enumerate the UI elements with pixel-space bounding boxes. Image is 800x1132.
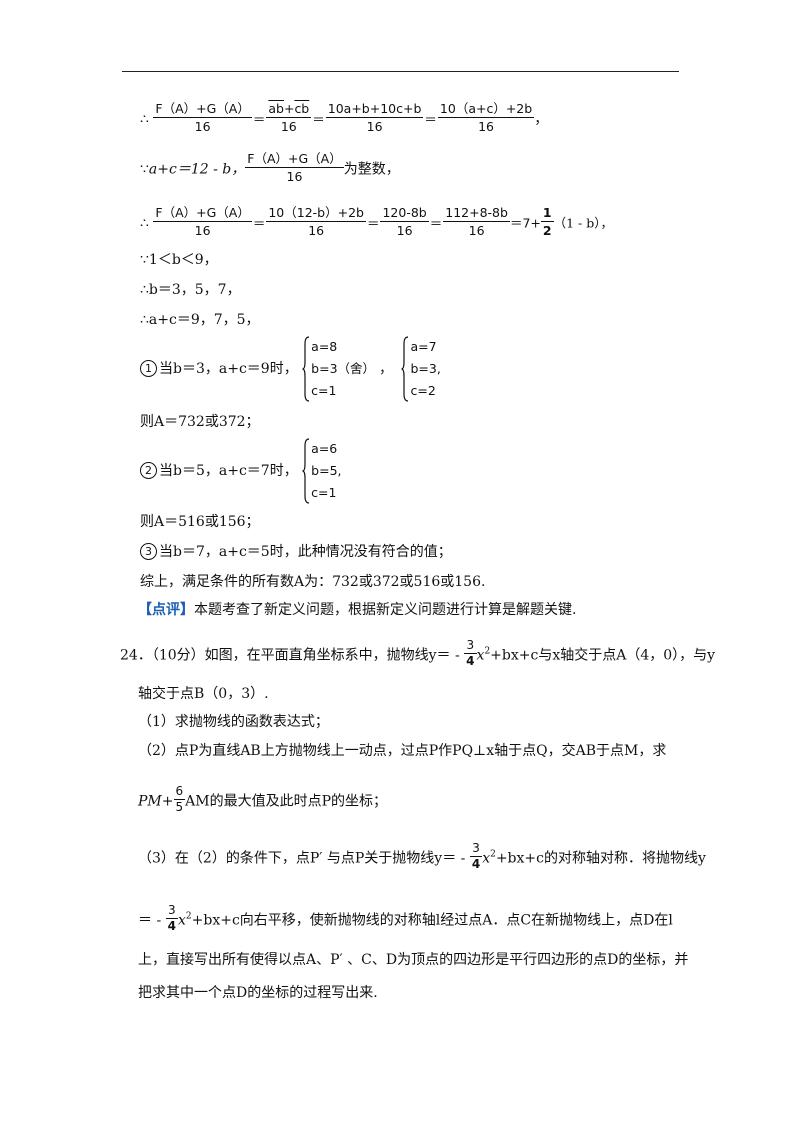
result-1: 则A＝732或372； — [140, 414, 260, 430]
fraction-f-plus-g: F（A）+G（A）16 — [153, 205, 252, 238]
circled-number-1: 1 — [140, 360, 157, 377]
eq-line-4: ∵1＜b＜9， — [140, 252, 218, 268]
summary: 综上，满足条件的所有数A为：732或372或516或156. — [140, 574, 486, 590]
fraction-numerator: F（A）+G（A） — [153, 101, 252, 118]
eq-line-5: ∴b＝3，5，7， — [140, 282, 241, 298]
fraction-f-plus-g: F（A）+G（A）16 — [153, 100, 252, 135]
header-rule — [122, 71, 679, 72]
q24-part-3-d: 把求其中一个点D的坐标的过程写出来. — [138, 985, 378, 1001]
result-2: 则A＝516或156； — [140, 514, 260, 530]
overline-cb: cb — [294, 101, 310, 116]
review-tag: 【点评】 — [138, 602, 194, 618]
q24-part-2-a: （2）点P为直线AB上方抛物线上一动点，过点P作PQ⊥x轴于点Q，交AB于点M，… — [138, 743, 667, 759]
left-brace-icon — [302, 438, 310, 504]
left-brace-icon — [401, 336, 409, 402]
review-note: 【点评】本题考查了新定义问题，根据新定义问题进行计算是解题关键. — [138, 602, 577, 618]
circled-number-3: 3 — [140, 543, 157, 560]
left-brace-icon — [302, 336, 310, 402]
fraction-f-plus-g: F（A）+G（A）16 — [245, 151, 344, 184]
because-symbol: ∵ — [140, 161, 149, 178]
overline-ab: ab — [268, 101, 284, 116]
therefore-symbol: ∴ — [140, 111, 149, 128]
q24-line-2: 轴交于点B（0，3）. — [138, 686, 269, 702]
q24-part-1: （1）求抛物线的函数表达式； — [138, 714, 329, 730]
eq-line-6: ∴a+c＝9，7，5， — [140, 312, 260, 328]
q24-part-3-c: 上，直接写出所有使得以点A、P′ 、C、D为顶点的四边形是平行四边形的点D的坐标… — [138, 952, 689, 968]
circled-number-2: 2 — [140, 462, 157, 479]
fraction-denominator: 16 — [194, 119, 211, 134]
